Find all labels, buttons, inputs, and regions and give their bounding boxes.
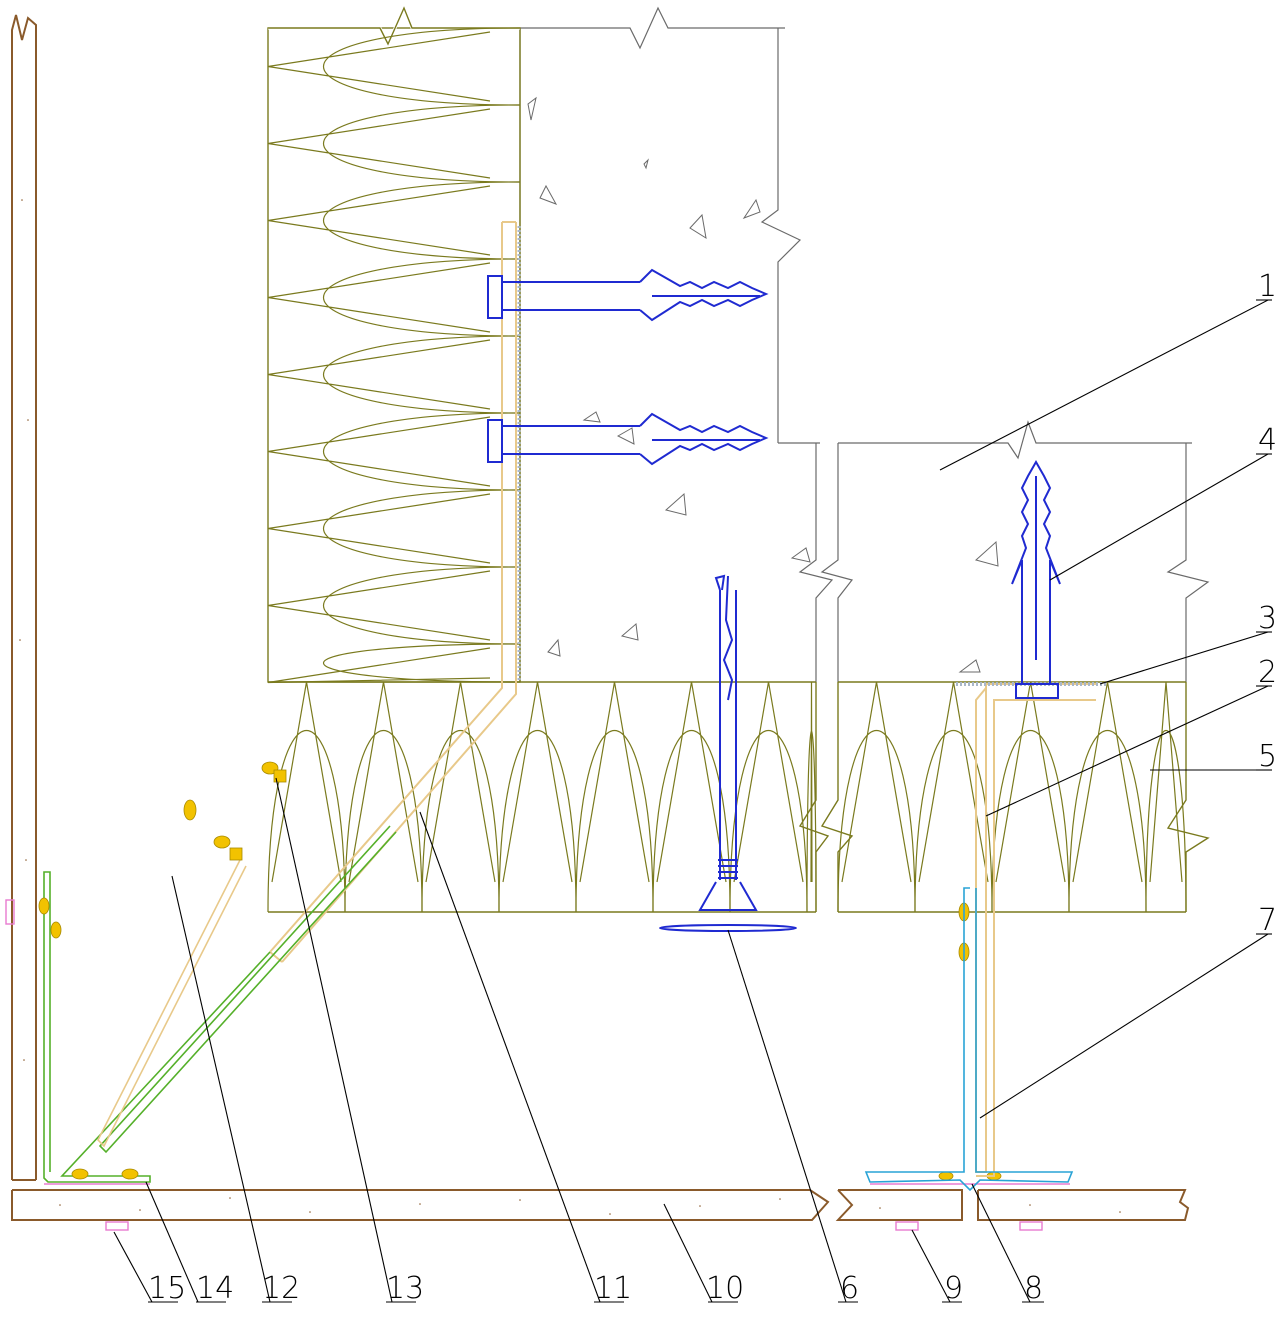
wool-lobe (575, 681, 654, 913)
callout-8: 8 (1024, 1271, 1043, 1306)
callout-13: 13 (386, 1271, 424, 1306)
wool-lobe (498, 681, 577, 913)
guide-profile-yellow (97, 859, 247, 1148)
wool-lobe (267, 258, 521, 337)
wool-lobe (991, 681, 1070, 913)
angle-profile (43, 825, 397, 1183)
left-facade-panel (11, 14, 37, 1181)
wool-lobe (837, 681, 916, 913)
wool-lobe (729, 681, 808, 913)
insulation-lower (268, 681, 1210, 913)
callout-2: 2 (1258, 655, 1277, 690)
wool-lobe (267, 566, 521, 645)
wool-lobe (1068, 681, 1147, 913)
wool-lobe (267, 412, 521, 491)
insulation-upper (267, 4, 521, 683)
callout-9: 9 (944, 1271, 963, 1306)
insulation-dowel (659, 574, 797, 932)
callout-10: 10 (706, 1271, 744, 1306)
concrete-aggregate (527, 96, 999, 673)
wool-lobe (267, 335, 521, 414)
wool-lobe (421, 681, 500, 913)
anchor-dowel-right (1011, 459, 1061, 699)
bottom-facade-panel (11, 1189, 1190, 1221)
wool-lobe (267, 104, 521, 183)
right-l-bracket (975, 683, 1096, 1177)
anchor-dowel-middle (487, 412, 769, 466)
anchor-dowel-upper (487, 268, 769, 322)
callout-3: 3 (1258, 601, 1277, 636)
callout-5: 5 (1258, 739, 1277, 774)
t-profile (864, 887, 1074, 1192)
wool-lobe (267, 643, 521, 684)
callout-7: 7 (1258, 903, 1277, 938)
wool-lobe (267, 681, 346, 913)
wool-lobe (267, 27, 521, 106)
wool-lobe (914, 681, 993, 913)
callout-1: 1 (1258, 269, 1277, 304)
wool-lobe (344, 681, 423, 913)
wool-lobe (267, 489, 521, 568)
leader-lines (113, 299, 1272, 1303)
corner-bracket (269, 221, 517, 963)
wool-lobe (1145, 681, 1187, 913)
rivets (38, 761, 1002, 1181)
panel-speckle (19, 199, 1121, 1215)
concrete-wall (519, 6, 1210, 682)
callout-underlines (148, 299, 1272, 1303)
insulation-lower-lobes (267, 681, 1187, 913)
wool-lobe (267, 181, 521, 260)
callout-15: 15 (148, 1271, 186, 1306)
callout-14: 14 (196, 1271, 234, 1306)
callout-4: 4 (1258, 423, 1277, 458)
callout-12: 12 (262, 1271, 300, 1306)
insulation-upper-lobes (267, 27, 521, 684)
callout-6: 6 (840, 1271, 859, 1306)
gaskets (5, 899, 1070, 1231)
wool-lobe (806, 681, 817, 913)
callout-11: 11 (594, 1271, 632, 1306)
